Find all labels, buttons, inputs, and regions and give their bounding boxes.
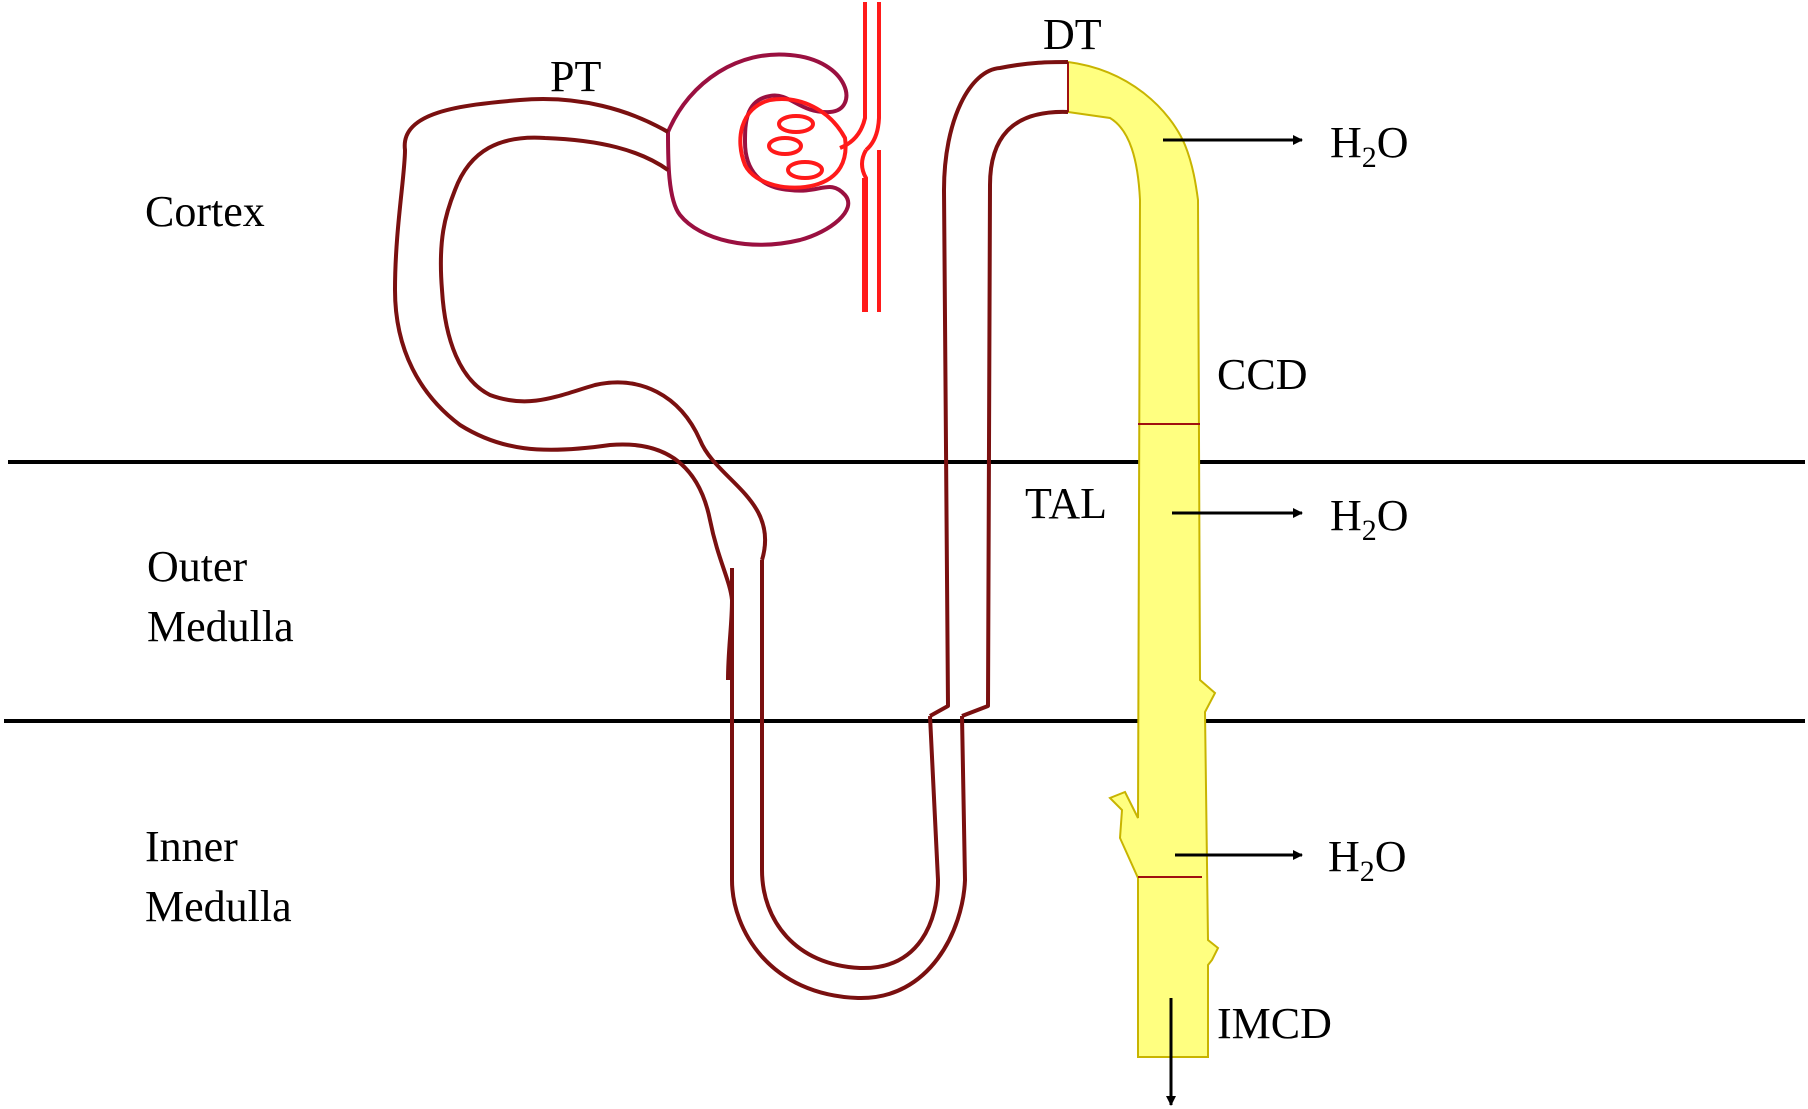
segment-label-tal: TAL: [1025, 482, 1107, 526]
zone-label-outer-medulla-line2: Medulla: [147, 597, 294, 657]
water-label-outer-medulla: H2O: [1330, 494, 1409, 546]
bowman-capsule: [668, 54, 848, 244]
segment-label-ccd: CCD: [1217, 353, 1307, 397]
collecting-duct: [1068, 62, 1218, 1057]
zone-label-cortex: Cortex: [145, 182, 265, 242]
nephron-tubule: [395, 62, 1068, 998]
zone-label-inner-medulla-line1: Inner: [145, 817, 292, 877]
segment-label-dt: DT: [1043, 13, 1102, 57]
water-label-cortex: H2O: [1330, 121, 1409, 173]
zone-label-inner-medulla: Inner Medulla: [145, 817, 292, 937]
segment-label-pt: PT: [550, 55, 601, 99]
water-label-inner-medulla: H2O: [1328, 835, 1407, 887]
zone-label-outer-medulla-line1: Outer: [147, 537, 294, 597]
zone-label-outer-medulla: Outer Medulla: [147, 537, 294, 657]
segment-label-imcd: IMCD: [1217, 1002, 1332, 1046]
zone-label-inner-medulla-line2: Medulla: [145, 877, 292, 937]
